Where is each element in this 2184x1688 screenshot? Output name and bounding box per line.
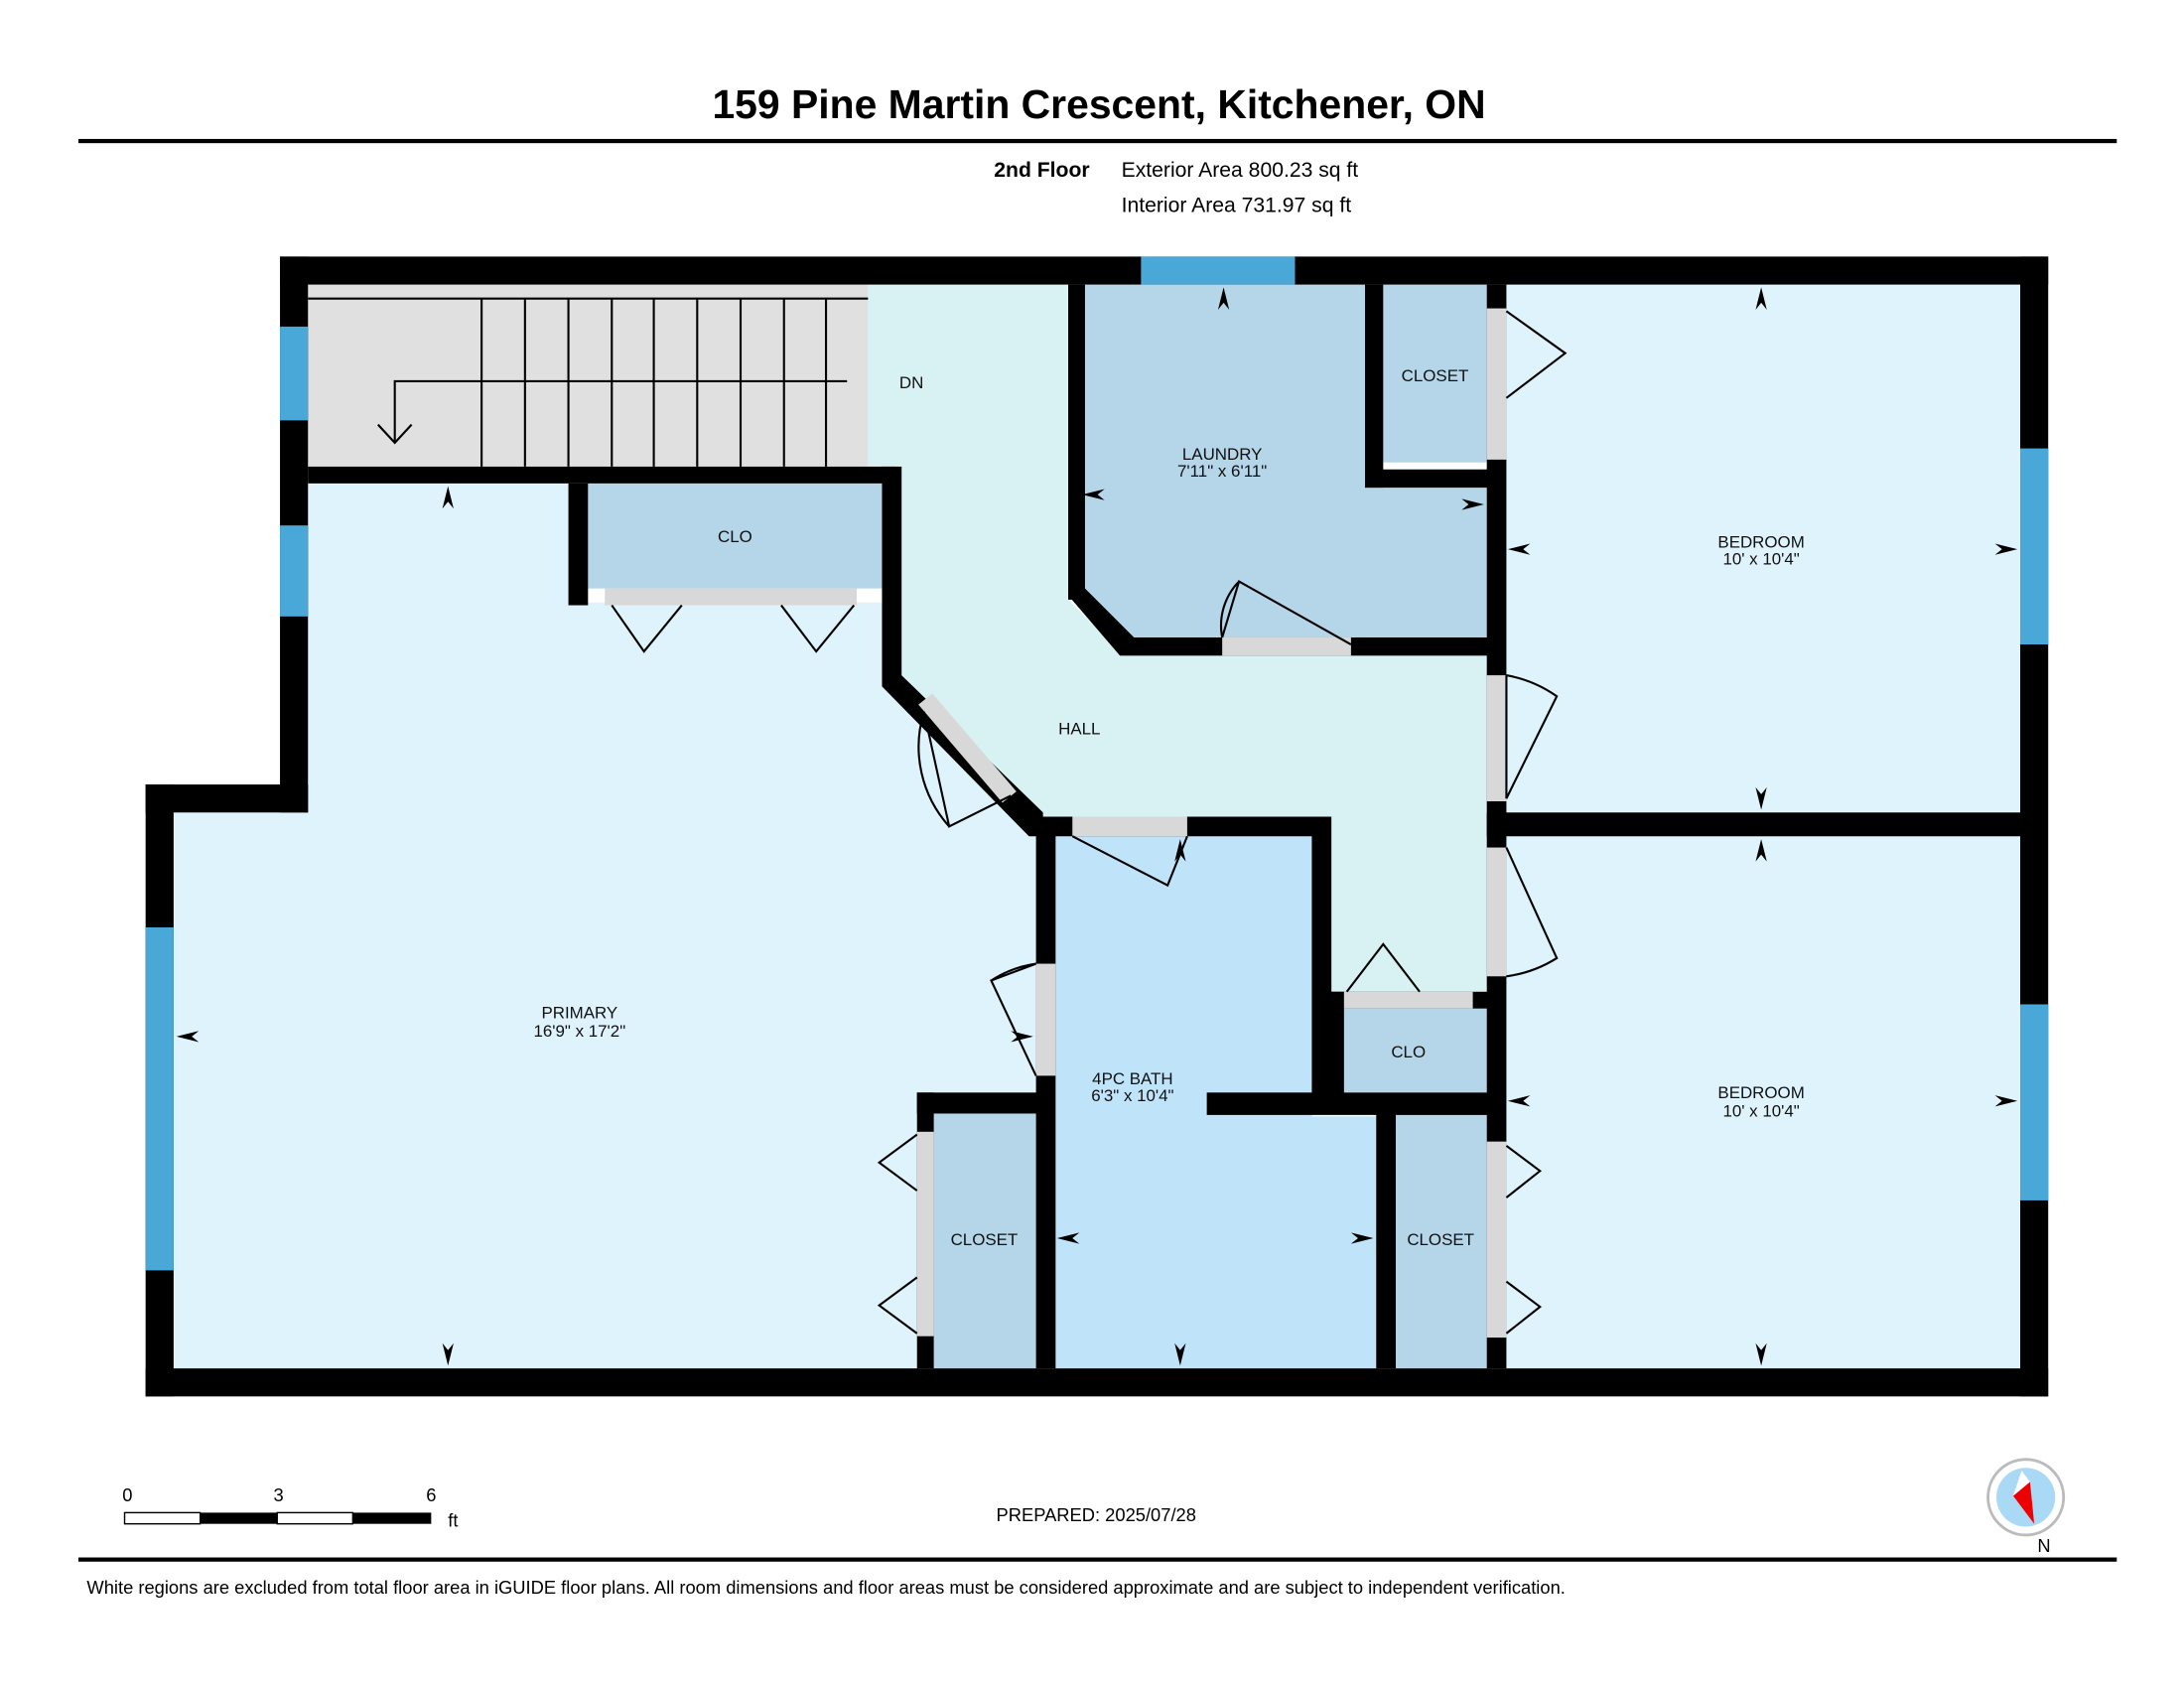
bedroom-1-label: BEDROOM <box>1717 533 1804 552</box>
windows <box>145 256 2049 1271</box>
closet-top <box>1383 284 1487 463</box>
hall <box>868 284 1487 992</box>
dimension-arrows <box>176 287 2018 1366</box>
bedroom-2 <box>1505 836 2020 1369</box>
closet-left <box>933 1113 1036 1369</box>
floor-name: 2nd Floor <box>994 159 1089 182</box>
compass-icon: N <box>1986 1458 2066 1556</box>
laundry-dims: 7'11" x 6'11" <box>1177 462 1267 481</box>
bedroom-2-label: BEDROOM <box>1717 1083 1804 1102</box>
bedroom-1-dims: 10' x 10'4" <box>1722 550 1799 569</box>
laundry <box>1084 284 1487 637</box>
scale-tick-0: 0 <box>122 1484 132 1505</box>
stairs-label: DN <box>899 373 923 392</box>
room-labels: DN LAUNDRY 7'11" x 6'11" CLOSET BEDROOM … <box>533 366 1804 1249</box>
rooms <box>173 284 2020 1369</box>
closet-right <box>1396 1113 1487 1369</box>
clo-primary <box>588 483 883 589</box>
header-divider <box>77 138 2117 144</box>
page-title: 159 Pine Martin Crescent, Kitchener, ON <box>712 81 1485 127</box>
closet-right-label: CLOSET <box>1407 1230 1474 1249</box>
interior-area: Interior Area 731.97 sq ft <box>1122 194 1352 216</box>
disclaimer: White regions are excluded from total fl… <box>86 1577 1565 1598</box>
closet-left-label: CLOSET <box>951 1230 1019 1249</box>
prepared-date: PREPARED: 2025/07/28 <box>997 1504 1196 1525</box>
footer-divider <box>77 1557 2117 1562</box>
scale-tick-6: 6 <box>426 1484 436 1505</box>
scale-tick-3: 3 <box>274 1484 284 1505</box>
bath-label: 4PC BATH <box>1092 1069 1172 1088</box>
primary <box>173 483 1036 1369</box>
hall-label: HALL <box>1058 719 1100 738</box>
stair-treads <box>308 297 869 467</box>
clo-hall-label: CLO <box>1391 1043 1426 1061</box>
compass-north-label: N <box>2037 1535 2050 1556</box>
bedroom-1 <box>1505 284 2020 813</box>
doors <box>605 308 1568 1338</box>
scale-bar: 0 3 6 ft <box>122 1484 458 1530</box>
primary-label: PRIMARY <box>541 1004 617 1023</box>
clo-primary-label: CLO <box>718 527 752 546</box>
closet-top-label: CLOSET <box>1402 366 1469 385</box>
bedroom-2-dims: 10' x 10'4" <box>1722 1101 1799 1120</box>
primary-dims: 16'9" x 17'2" <box>533 1022 625 1041</box>
laundry-label: LAUNDRY <box>1182 445 1263 464</box>
exterior-area: Exterior Area 800.23 sq ft <box>1122 159 1359 182</box>
scale-unit: ft <box>448 1510 458 1531</box>
bath-dims: 6'3" x 10'4" <box>1091 1086 1173 1105</box>
clo-hall <box>1326 1008 1487 1093</box>
